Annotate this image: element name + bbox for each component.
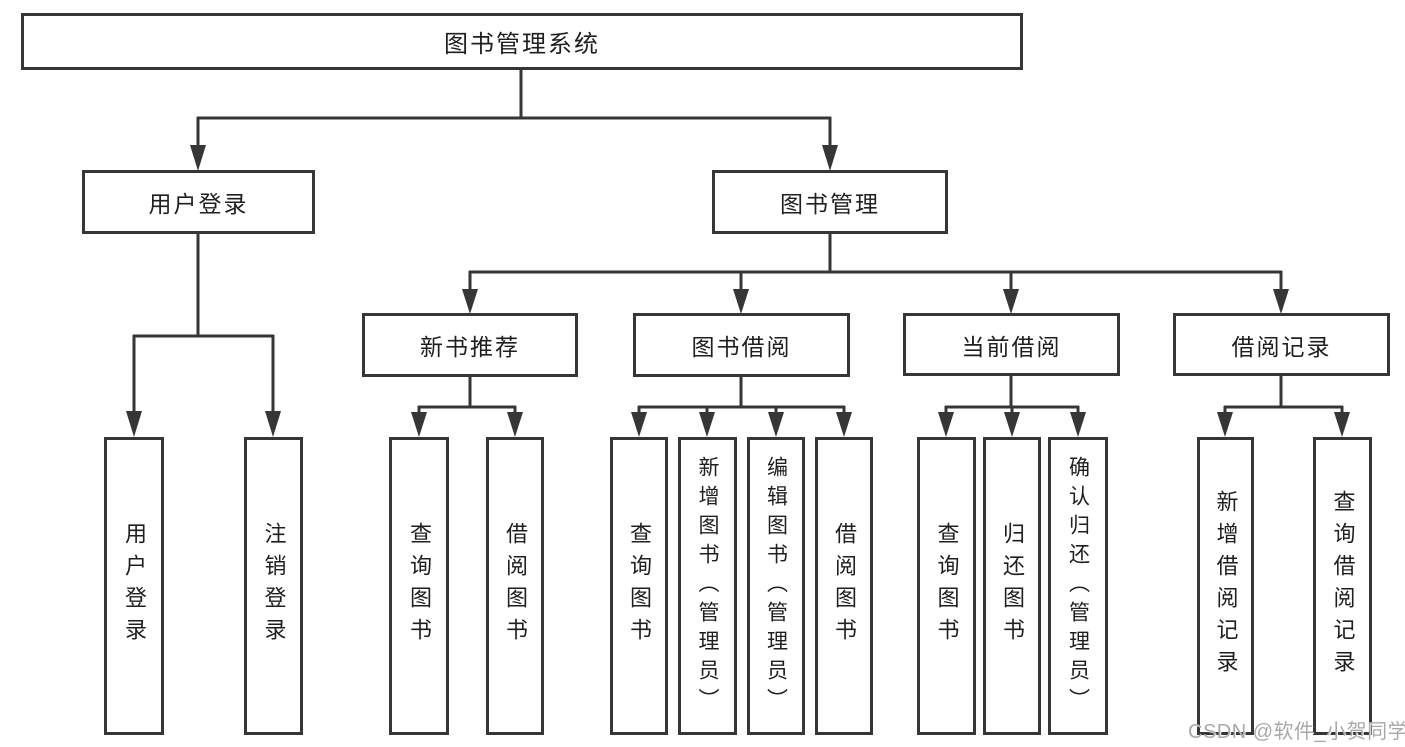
csdn-watermark: CSDN @软件_小贺同学 [1188, 721, 1405, 743]
leaf-label: 借阅图书 [503, 522, 528, 650]
node-label: 用户登录 [148, 191, 249, 217]
leaf-query-books-current: 查询图书 [917, 437, 976, 735]
leaf-label: 查询图书 [627, 522, 652, 650]
node-new-book-recommend: 新书推荐 [362, 313, 578, 377]
leaf-label: 查询图书 [934, 522, 960, 650]
node-current-borrowing: 当前借阅 [903, 313, 1120, 376]
leaf-borrow-books-recommend: 借阅图书 [486, 437, 544, 735]
leaf-label: 确认归还（管理员） [1066, 455, 1090, 717]
leaf-return-books: 归还图书 [983, 437, 1041, 735]
node-user-login: 用户登录 [82, 170, 315, 234]
leaf-label: 用户登录 [122, 522, 147, 650]
node-label: 当前借阅 [961, 333, 1062, 360]
node-borrow-records: 借阅记录 [1173, 313, 1390, 376]
node-label: 图书借阅 [691, 334, 792, 360]
node-book-management: 图书管理 [712, 170, 948, 234]
node-label: 新书推荐 [420, 334, 520, 360]
leaf-label: 编辑图书（管理员） [764, 455, 788, 717]
node-label: 图书管理 [780, 191, 880, 217]
leaf-label: 注销登录 [261, 522, 287, 650]
node-book-borrowing: 图书借阅 [633, 313, 850, 377]
leaf-add-books-admin: 新增图书（管理员） [678, 437, 737, 735]
leaf-label: 新增图书（管理员） [696, 455, 719, 717]
leaf-add-borrow-record: 新增借阅记录 [1197, 437, 1254, 735]
leaf-label: 借阅图书 [832, 522, 857, 650]
leaf-label: 新增借阅记录 [1213, 490, 1239, 682]
leaf-user-login: 用户登录 [104, 437, 164, 735]
leaf-query-borrow-record: 查询借阅记录 [1313, 437, 1372, 735]
leaf-label: 查询图书 [407, 522, 432, 650]
leaf-confirm-return-admin: 确认归还（管理员） [1048, 437, 1108, 735]
leaf-borrow-books: 借阅图书 [815, 437, 873, 735]
leaf-label: 查询借阅记录 [1330, 490, 1356, 682]
leaf-query-books-recommend: 查询图书 [389, 437, 449, 735]
node-library-management-system: 图书管理系统 [21, 13, 1023, 70]
leaf-label: 归还图书 [1000, 522, 1025, 650]
node-label: 借阅记录 [1231, 333, 1332, 360]
leaf-query-books-borrow: 查询图书 [610, 437, 668, 735]
leaf-edit-books-admin: 编辑图书（管理员） [747, 437, 805, 735]
node-label: 图书管理系统 [444, 31, 600, 58]
leaf-logout: 注销登录 [244, 437, 303, 735]
